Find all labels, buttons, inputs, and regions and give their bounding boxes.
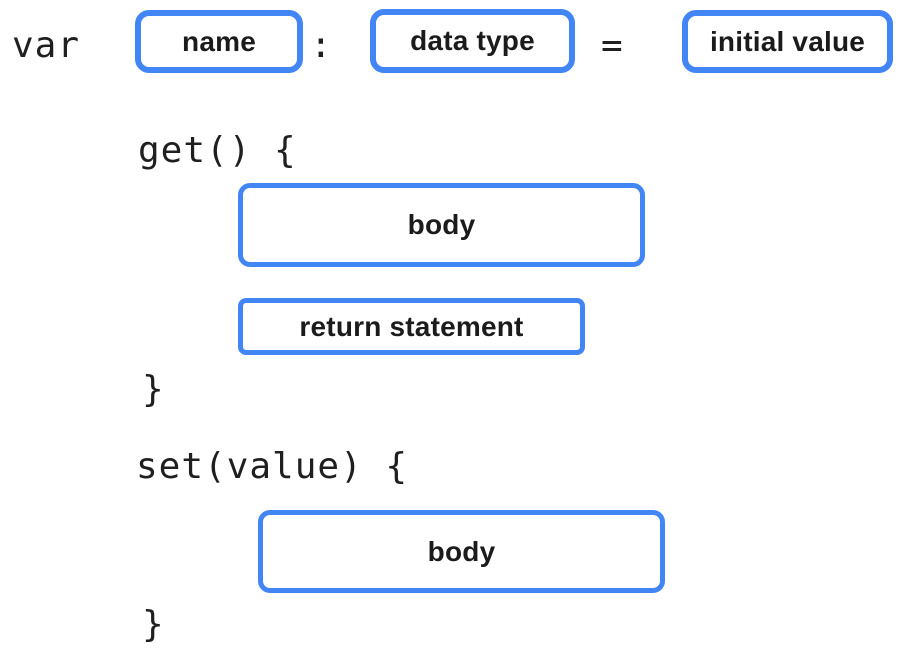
return-statement-placeholder-label: return statement (299, 310, 524, 342)
initial-value-placeholder-box: initial value (682, 10, 893, 73)
return-statement-placeholder-box: return statement (238, 298, 585, 355)
colon-separator: : (310, 25, 333, 66)
equals-sign: = (601, 25, 624, 66)
data-type-placeholder-label: data type (410, 25, 535, 56)
var-keyword: var (12, 25, 81, 66)
setter-closing-brace: } (142, 604, 165, 645)
getter-closing-brace: } (142, 369, 165, 410)
getter-signature: get() { (138, 130, 297, 171)
initial-value-placeholder-label: initial value (709, 25, 866, 57)
name-placeholder-label: name (182, 25, 256, 57)
getter-body-placeholder-label: body (407, 209, 476, 240)
data-type-placeholder-box: data type (370, 9, 575, 73)
name-placeholder-box: name (135, 10, 303, 73)
setter-body-placeholder-box: body (258, 510, 665, 593)
setter-body-placeholder-label: body (427, 535, 496, 567)
getter-body-placeholder-box: body (238, 183, 645, 267)
setter-signature: set(value) { (136, 446, 409, 487)
